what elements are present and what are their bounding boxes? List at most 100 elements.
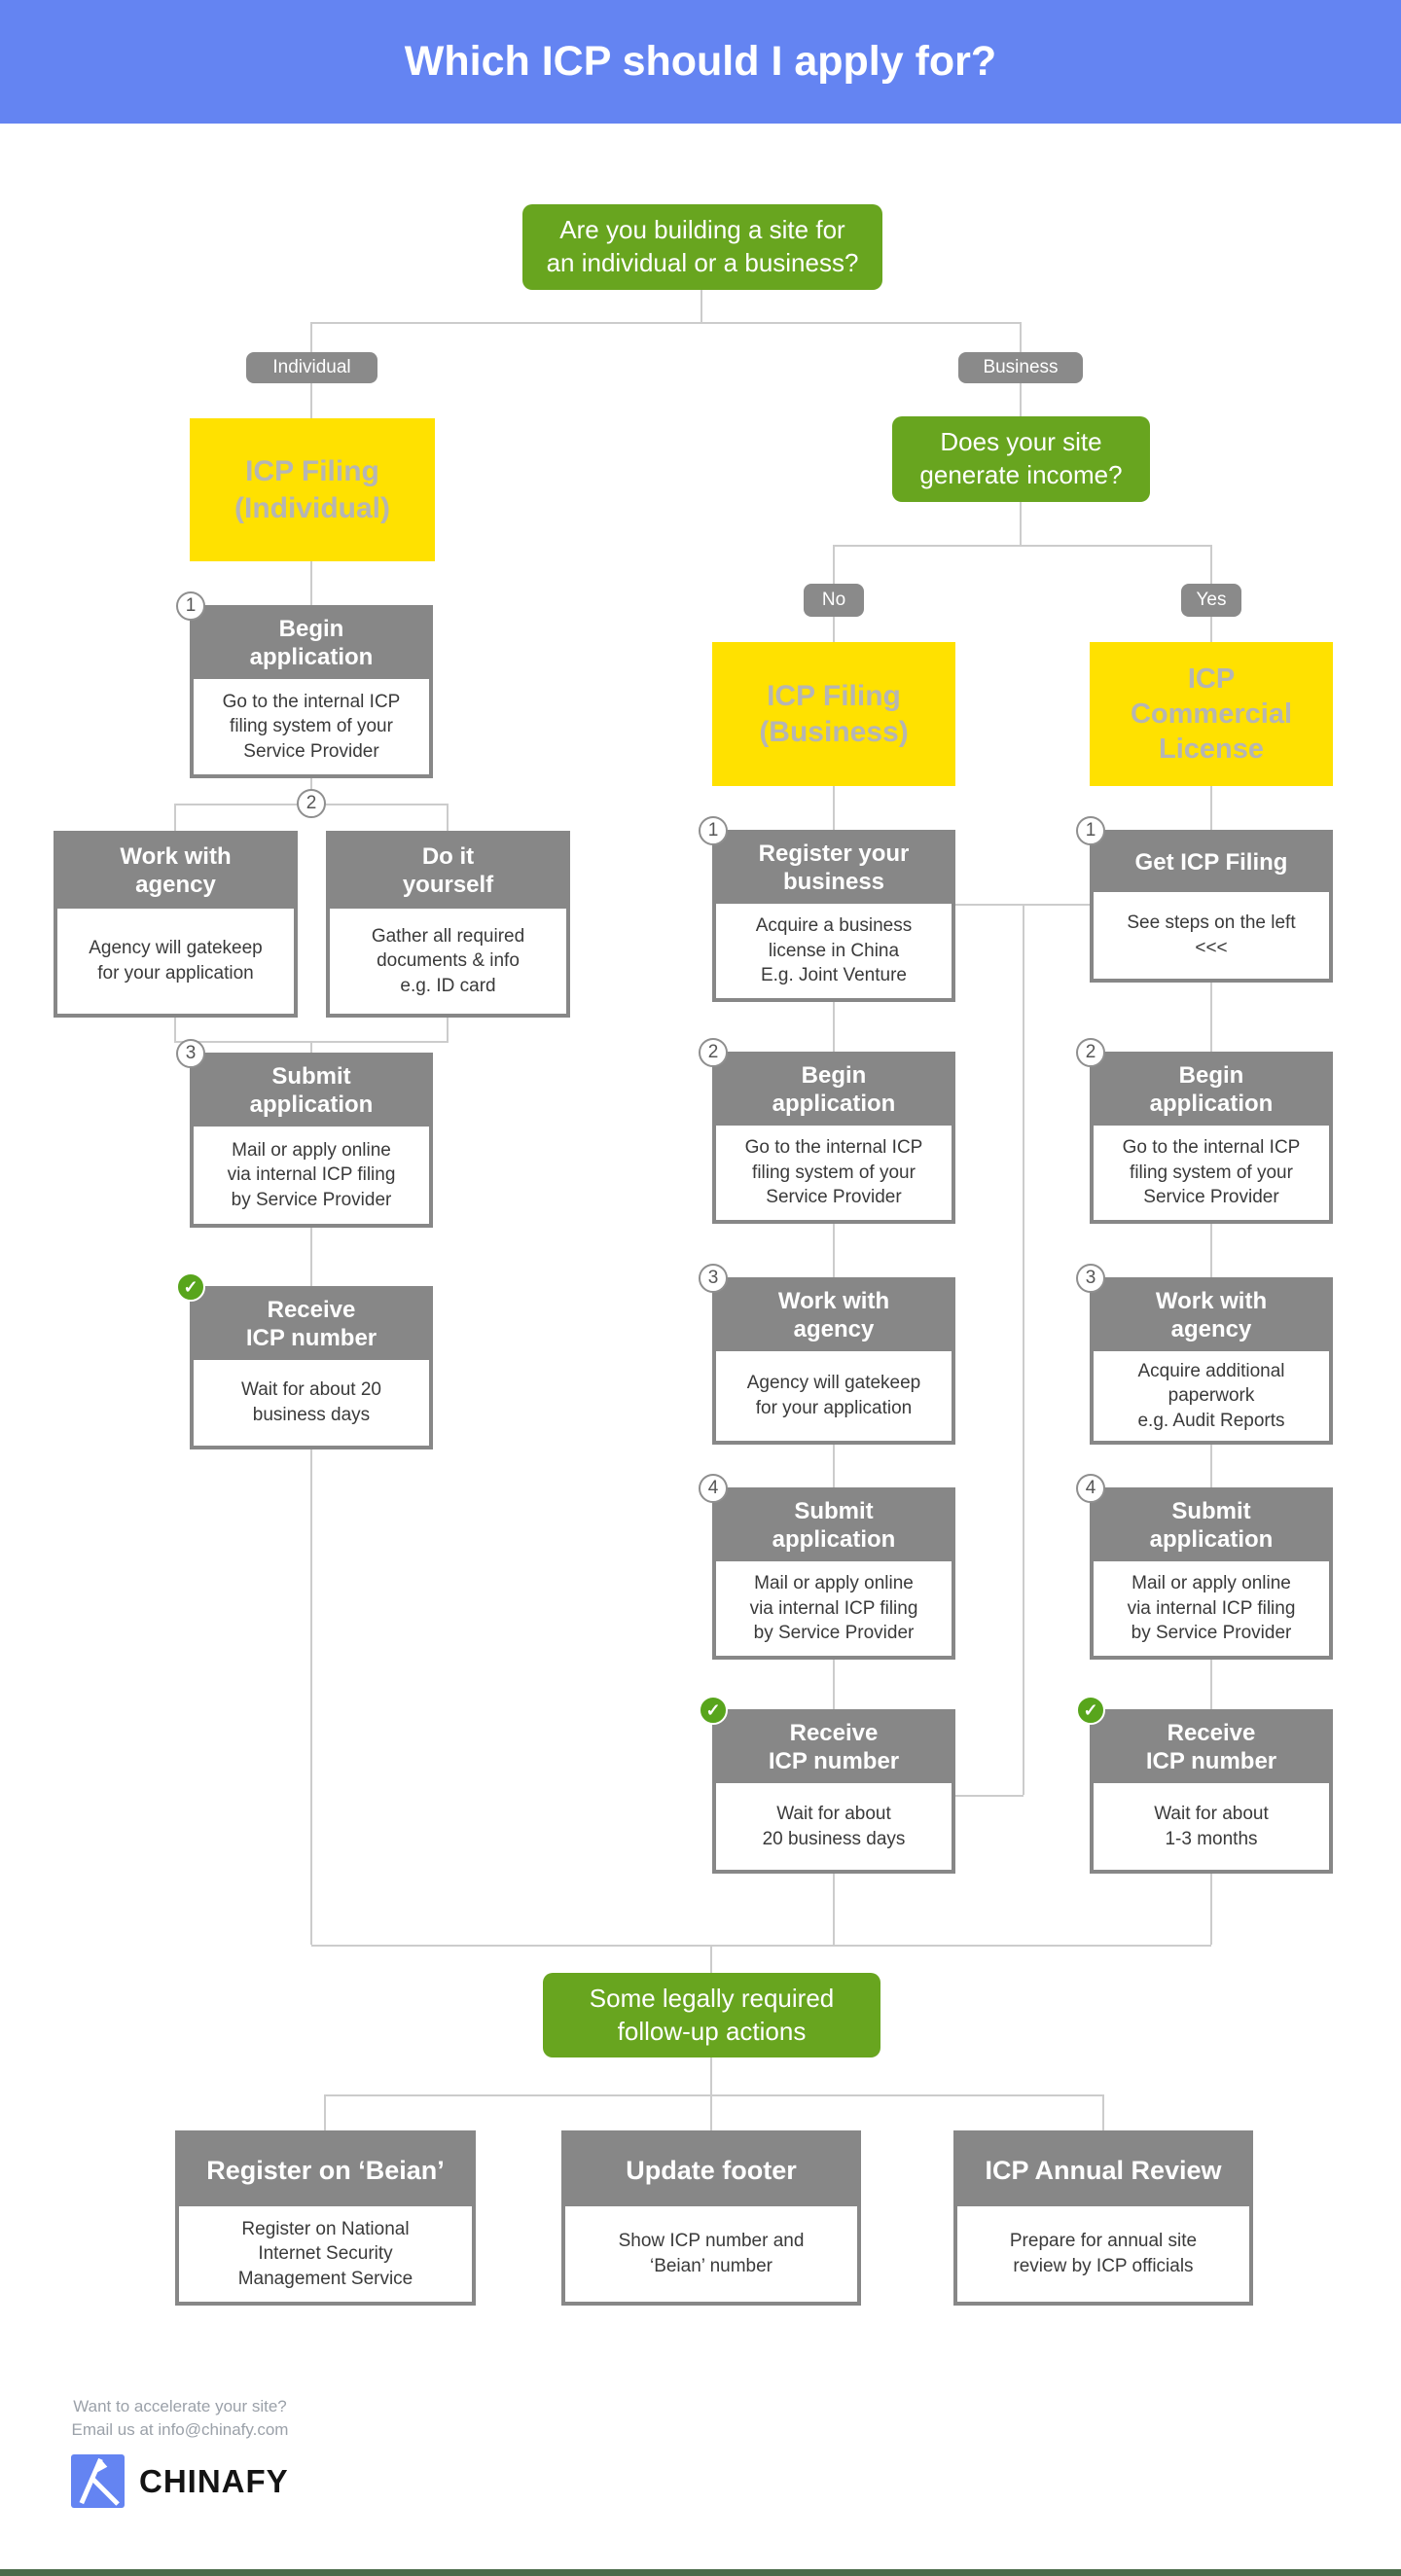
step-title: Receive ICP number <box>245 1297 377 1351</box>
step-number-badge: 4 <box>1076 1474 1105 1503</box>
step-title: Submit application <box>249 1063 374 1118</box>
connector-line <box>833 617 835 642</box>
connector-line <box>710 2057 712 2094</box>
step-number-badge: 2 <box>297 789 326 818</box>
step-number-badge: 4 <box>699 1474 728 1503</box>
check-icon: ✓ <box>699 1696 728 1725</box>
connector-line <box>310 1449 312 1945</box>
outcome-icp-filing-business: ICP Filing (Business) <box>712 642 955 786</box>
connector-line <box>447 804 449 831</box>
connector-line <box>1020 502 1022 545</box>
action-body: Show ICP number and ‘Beian’ number <box>565 2206 857 2302</box>
business-submit-application-card: 4 Submit application Mail or apply onlin… <box>699 1474 955 1660</box>
connector-line <box>447 1018 449 1043</box>
step-title: Receive ICP number <box>768 1720 900 1774</box>
step-body: See steps on the left <<< <box>1094 892 1329 979</box>
step-body: Mail or apply online via internal ICP fi… <box>716 1561 952 1656</box>
step-title: Register your business <box>758 841 910 895</box>
connector-line <box>1210 545 1212 584</box>
footer-tagline: Want to accelerate your site? Email us a… <box>71 2397 289 2439</box>
step-body: Go to the internal ICP filing system of … <box>716 1126 952 1220</box>
connector-line <box>310 1228 312 1286</box>
connector-line <box>310 383 312 418</box>
connector-line <box>833 1002 835 1052</box>
connector-line <box>174 804 176 831</box>
question-individual-or-business: Are you building a site for an individua… <box>522 204 882 290</box>
connector-line <box>1023 904 1024 1795</box>
commercial-get-icp-filing-card: 1 Get ICP Filing See steps on the left <… <box>1076 816 1333 983</box>
action-body: Register on National Internet Security M… <box>179 2206 472 2302</box>
step-title: Submit application <box>1149 1498 1274 1553</box>
step-body: Acquire a business license in China E.g.… <box>716 904 952 998</box>
connector-line <box>1210 1874 1212 1945</box>
commercial-submit-application-card: 4 Submit application Mail or apply onlin… <box>1076 1474 1333 1660</box>
connector-line <box>833 545 1212 547</box>
connector-line <box>324 2094 326 2130</box>
check-icon: ✓ <box>1076 1696 1105 1725</box>
page-title: Which ICP should I apply for? <box>0 0 1401 124</box>
register-on-beian-card: Register on ‘Beian’ Register on National… <box>175 2130 476 2306</box>
connector-line <box>310 322 312 352</box>
step-body: Agency will gatekeep for your applicatio… <box>716 1351 952 1441</box>
step-number-badge: 2 <box>699 1038 728 1067</box>
commercial-receive-icp-number-card: ✓ Receive ICP number Wait for about 1-3 … <box>1076 1696 1333 1874</box>
connector-line <box>833 1660 835 1709</box>
step-title: Begin application <box>249 616 374 670</box>
step-body: Mail or apply online via internal ICP fi… <box>194 1127 429 1224</box>
business-register-business-card: 1 Register your business Acquire a busin… <box>699 816 955 1002</box>
outcome-icp-commercial-license: ICP Commercial License <box>1090 642 1333 786</box>
connector-line <box>700 290 702 322</box>
step-number-badge: 3 <box>699 1264 728 1293</box>
step-title: Work with agency <box>120 843 232 898</box>
connector-line <box>1210 983 1212 1052</box>
commercial-begin-application-card: 2 Begin application Go to the internal I… <box>1076 1038 1333 1224</box>
individual-receive-icp-number-card: ✓ Receive ICP number Wait for about 20 b… <box>176 1272 433 1449</box>
step-body: Acquire additional paperwork e.g. Audit … <box>1094 1351 1329 1441</box>
step-number-badge: 3 <box>1076 1264 1105 1293</box>
step-number-badge: 2 <box>1076 1038 1105 1067</box>
connector-line <box>1102 2094 1104 2130</box>
step-number-badge: 1 <box>176 591 205 621</box>
bottom-accent-bar <box>0 2569 1401 2576</box>
check-icon: ✓ <box>176 1272 205 1302</box>
step-body: Go to the internal ICP filing system of … <box>1094 1126 1329 1220</box>
individual-step1-card: 1 Begin application Go to the internal I… <box>176 591 433 778</box>
individual-submit-application-card: 3 Submit application Mail or apply onlin… <box>176 1039 433 1228</box>
outcome-icp-filing-individual: ICP Filing (Individual) <box>190 418 435 561</box>
connector-line <box>174 1018 176 1043</box>
business-receive-icp-number-card: ✓ Receive ICP number Wait for about 20 b… <box>699 1696 955 1874</box>
individual-work-with-agency-card: Work with agency Agency will gatekeep fo… <box>54 831 298 1018</box>
connector-line <box>1210 1660 1212 1709</box>
brand-name: CHINAFY <box>139 2463 289 2499</box>
connector-line <box>710 2094 712 2130</box>
step-body: Gather all required documents & info e.g… <box>330 909 566 1014</box>
connector-line <box>833 1874 835 1945</box>
connector-line <box>1020 383 1022 416</box>
connector-line <box>311 322 1022 324</box>
step-number-badge: 1 <box>699 816 728 845</box>
step-title: Work with agency <box>777 1288 890 1342</box>
step-body: Go to the internal ICP filing system of … <box>194 679 429 774</box>
chinafy-logo-icon <box>71 2454 125 2508</box>
connector-line <box>325 2094 1103 2096</box>
step-title: Submit application <box>772 1498 896 1553</box>
connector-line <box>1210 617 1212 642</box>
question-generate-income: Does your site generate income? <box>892 416 1150 502</box>
branch-label-yes: Yes <box>1181 584 1241 617</box>
action-title: Register on ‘Beian’ <box>206 2155 445 2185</box>
individual-do-it-yourself-card: Do it yourself Gather all required docum… <box>326 831 570 1018</box>
branch-label-no: No <box>804 584 864 617</box>
connector-line <box>833 545 835 584</box>
step-title: Do it yourself <box>402 843 494 898</box>
step-body: Wait for about 20 business days <box>194 1360 429 1446</box>
step-title: Receive ICP number <box>1145 1720 1277 1774</box>
icp-annual-review-card: ICP Annual Review Prepare for annual sit… <box>953 2130 1253 2306</box>
connector-line <box>1210 1445 1212 1487</box>
connector-line <box>955 1795 1024 1797</box>
connector-line <box>1020 322 1022 352</box>
connector-line <box>833 1224 835 1277</box>
step-body: Mail or apply online via internal ICP fi… <box>1094 1561 1329 1656</box>
business-begin-application-card: 2 Begin application Go to the internal I… <box>699 1038 955 1224</box>
connector-line <box>833 786 835 830</box>
